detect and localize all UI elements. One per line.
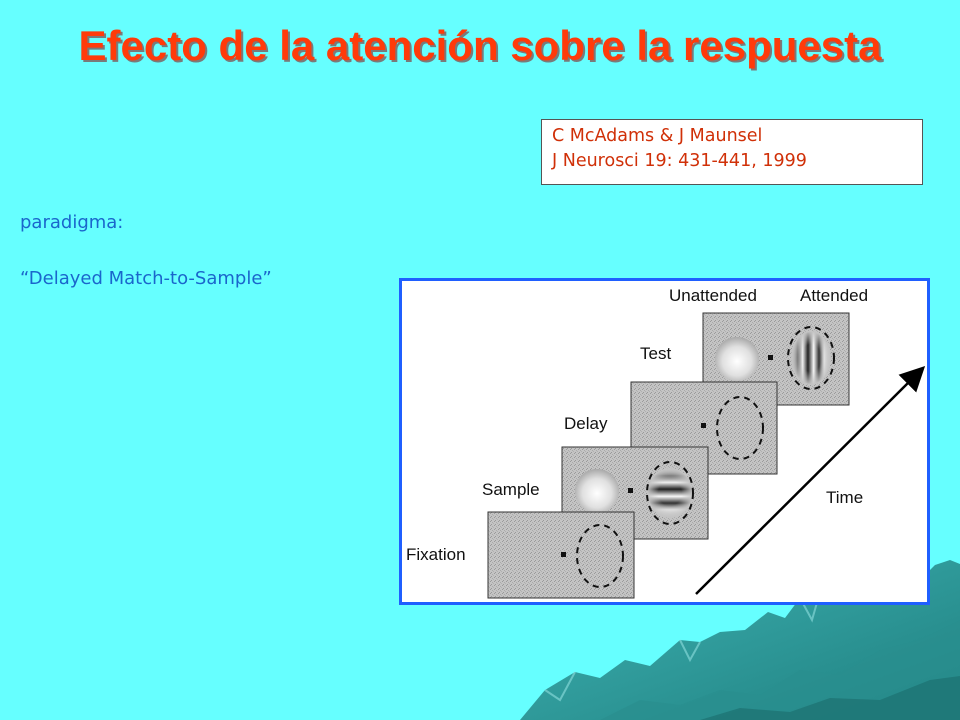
panel-test (702, 312, 850, 406)
fixation-point (561, 552, 566, 557)
test-fixation-point (768, 355, 773, 360)
paradigm-diagram: Unattended Attended Test Delay (406, 286, 926, 599)
label-test: Test (640, 344, 671, 363)
delay-fixation-point (701, 423, 706, 428)
slide-title: Efecto de la atención sobre la respuesta (78, 22, 882, 69)
paradigm-name: “Delayed Match-to-Sample” (20, 268, 272, 289)
label-fixation: Fixation (406, 545, 466, 564)
label-time: Time (826, 488, 863, 507)
citation-box: C McAdams & J Maunsel J Neurosci 19: 431… (541, 119, 923, 185)
test-unattended-stimulus (715, 337, 759, 381)
paradigm-figure: Unattended Attended Test Delay (399, 278, 930, 605)
citation-authors: C McAdams & J Maunsel (552, 126, 763, 146)
header-attended: Attended (800, 286, 868, 305)
sample-fixation-point (628, 488, 633, 493)
label-sample: Sample (482, 480, 540, 499)
header-unattended: Unattended (669, 286, 757, 305)
time-arrow (695, 365, 926, 595)
citation-journal: J Neurosci 19: 431-441, 1999 (552, 151, 807, 171)
label-delay: Delay (564, 414, 608, 433)
panel-fixation (487, 511, 635, 599)
paradigm-label: paradigma: (20, 212, 124, 233)
sample-unattended-stimulus (575, 469, 619, 513)
